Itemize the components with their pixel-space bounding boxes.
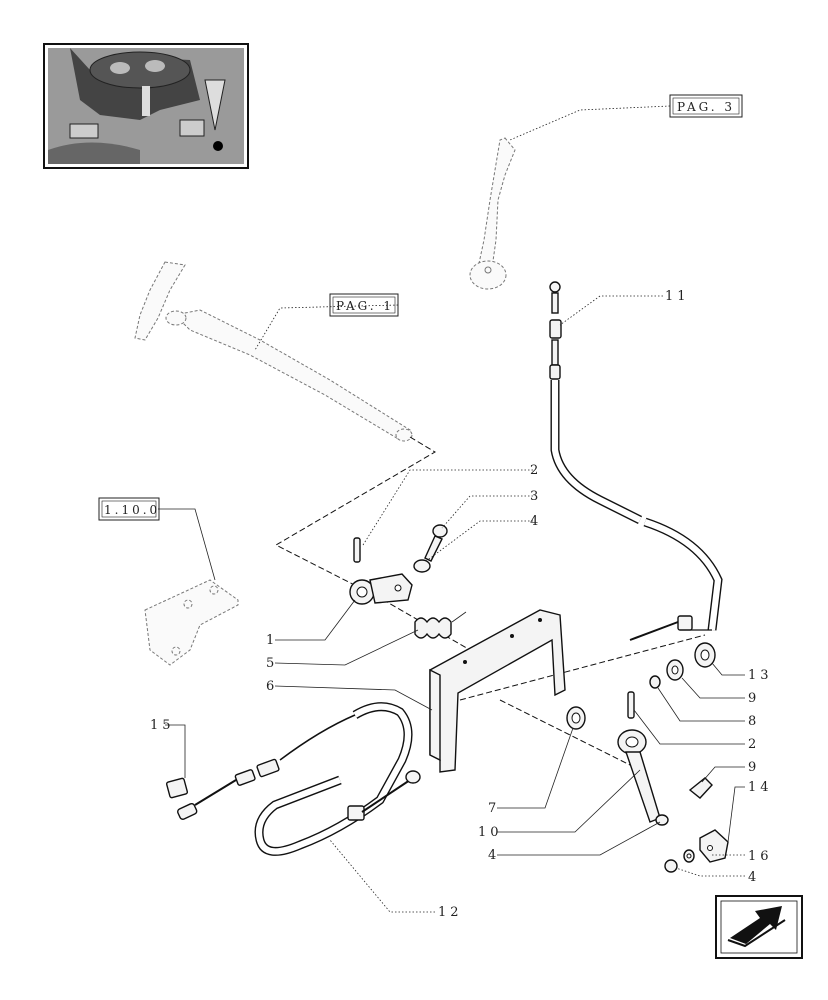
callout-1: 1 [266,633,278,648]
part-3-bolt [424,524,448,562]
tractor-cab-thumbnail-icon [48,48,244,164]
part-4-nut-upper [413,559,431,573]
part-13-bushing [694,642,716,668]
callout-10: 10 [478,825,503,840]
callout-6: 6 [266,679,278,694]
part-10-lever [617,729,661,823]
callout-9-lower: 9 [748,760,760,775]
assembly-axis-cross [459,634,706,701]
callout-4-middle: 4 [488,848,500,863]
callout-3: 3 [530,489,542,504]
page-ref-1100[interactable]: 1.10.0 [98,497,160,521]
part-8-circlip [649,675,661,689]
page-ref-pag1[interactable]: PAG. 1 [329,293,399,317]
callout-2-upper: 2 [530,463,542,478]
ghost-pedal-arm [469,137,516,290]
part-7-bushing [566,706,586,730]
page-ref-pag3[interactable]: PAG. 3 [669,94,743,118]
callout-13: 13 [748,668,773,683]
part-16-washer [683,849,695,863]
locator-thumbnail [43,43,249,169]
callout-14: 14 [748,780,773,795]
callout-5: 5 [266,656,278,671]
callout-9-upper: 9 [748,691,760,706]
part-9-clip-lower [688,777,713,799]
leader-lines [158,105,745,913]
back-arrow-icon[interactable] [715,895,803,959]
assembly-axis-lower [499,699,641,771]
part-2-pin-lower [627,691,635,719]
part-5-spring [414,611,467,639]
callout-16: 16 [748,849,773,864]
ghost-bracket-1100 [144,579,239,666]
assembly-axis-upper [274,436,471,651]
callout-12: 12 [438,905,463,920]
page-ref-1100-label: 1.10.0 [104,503,160,517]
part-1-lever [349,573,413,605]
callout-7: 7 [488,801,500,816]
part-12-cable [177,702,421,856]
callout-4-lower: 4 [748,870,760,885]
ghost-pedal-shaft [134,261,413,442]
callout-15: 15 [150,718,175,733]
callout-2-lower: 2 [748,737,760,752]
part-2-pin-upper [353,537,361,563]
callout-numbers: 2 3 4 11 1 5 6 13 9 8 2 9 14 7 10 4 16 4… [150,289,773,920]
part-15-clip [165,777,189,799]
part-9-washer-upper [666,659,684,681]
callout-8: 8 [748,714,760,729]
page-ref-pag3-label: PAG. 3 [677,100,735,114]
part-4-nut-lower [664,859,678,873]
part-6-bracket [429,609,566,773]
callout-4-upper: 4 [530,514,542,529]
part-11-cable [549,281,723,641]
callout-11: 11 [665,289,690,304]
page-ref-pag1-label: PAG. 1 [336,299,394,313]
part-14-block [699,829,729,863]
